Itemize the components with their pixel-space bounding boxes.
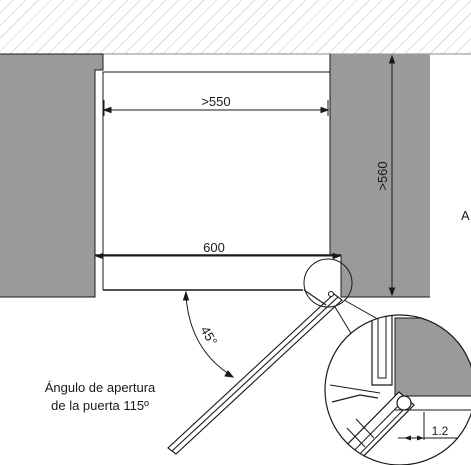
appliance-outline xyxy=(95,71,341,291)
dimension-600 xyxy=(94,252,342,260)
caption-line-1: Ángulo de apertura xyxy=(45,380,156,395)
dimension-550-label: >550 xyxy=(201,94,230,109)
clearance-label: 1.2 xyxy=(432,424,449,438)
dimension-600-label: 600 xyxy=(203,240,225,255)
caption-line-2: de la puerta 115º xyxy=(51,398,149,413)
dimension-560 xyxy=(384,54,400,298)
left-cabinet xyxy=(0,53,104,298)
hinge-detail xyxy=(324,314,471,465)
angle-label: 45° xyxy=(197,323,220,348)
side-label: A xyxy=(461,208,470,223)
back-wall xyxy=(0,0,471,55)
dimension-550 xyxy=(102,100,330,116)
hinge-callout-circle xyxy=(303,258,353,308)
opening-angle-arc xyxy=(182,290,235,378)
open-door xyxy=(167,289,343,455)
dimension-560-label: >560 xyxy=(375,161,390,190)
callout-leader-bottom xyxy=(334,306,353,336)
